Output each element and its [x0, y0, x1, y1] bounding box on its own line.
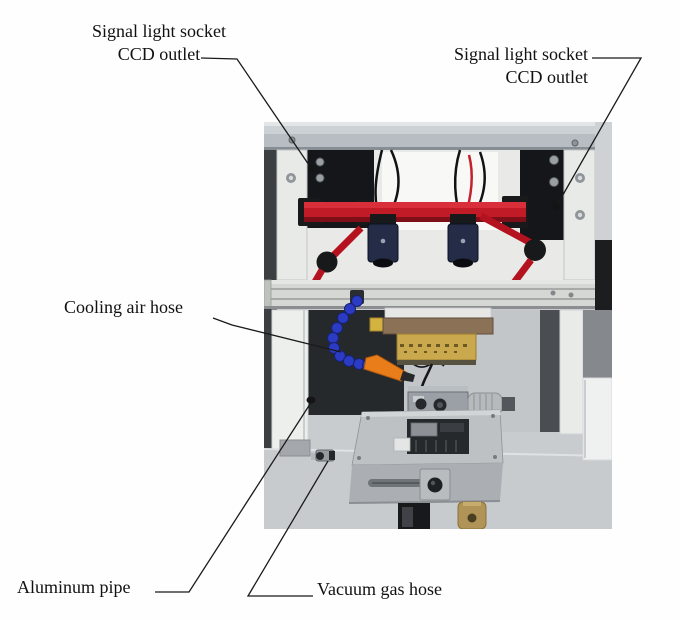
label-signal-light-socket-left: Signal light socket CCD outlet: [78, 20, 240, 66]
vacuum-fitting: [279, 439, 335, 462]
brass-cylinder: [457, 501, 487, 529]
leader-aluminum-pipe: [155, 400, 313, 593]
label-cooling-air-hose: Cooling air hose: [64, 297, 183, 317]
stage-fixture: [393, 419, 469, 454]
leader-signal-left: [200, 57, 312, 169]
leader-signal-right: [555, 57, 643, 208]
label-signal-left-line2: CCD outlet: [117, 44, 201, 64]
machine-photo: [264, 122, 612, 529]
right-white-box: [582, 377, 612, 461]
leader-dot-aluminum-pipe: [306, 396, 316, 404]
ccd-camera-left: [367, 223, 399, 268]
leader-vacuum-hose: [246, 460, 329, 597]
label-aluminum-pipe: Aluminum pipe: [17, 577, 131, 597]
aluminum-beam: [264, 279, 595, 309]
below-stage: [398, 501, 487, 529]
label-signal-right-line1: Signal light socket: [454, 44, 588, 64]
ccd-camera-right: [447, 223, 479, 268]
top-beam: [264, 126, 612, 150]
label-vacuum-gas-hose: Vacuum gas hose: [317, 579, 442, 599]
air-nozzle: [363, 354, 415, 382]
xy-stage: [348, 409, 504, 504]
label-signal-right-line2: CCD outlet: [505, 67, 588, 87]
camera-mount-bar: [298, 196, 528, 228]
label-signal-light-socket-right: Signal light socket CCD outlet: [420, 43, 588, 89]
bond-head: [369, 307, 494, 368]
cooling-hose: [327, 290, 415, 382]
leader-dot-signal-right: [552, 203, 560, 211]
leader-dot-signal-left: [307, 164, 315, 172]
label-signal-left-line1: Signal light socket: [92, 21, 226, 41]
leader-cooling-hose: [212, 317, 342, 353]
